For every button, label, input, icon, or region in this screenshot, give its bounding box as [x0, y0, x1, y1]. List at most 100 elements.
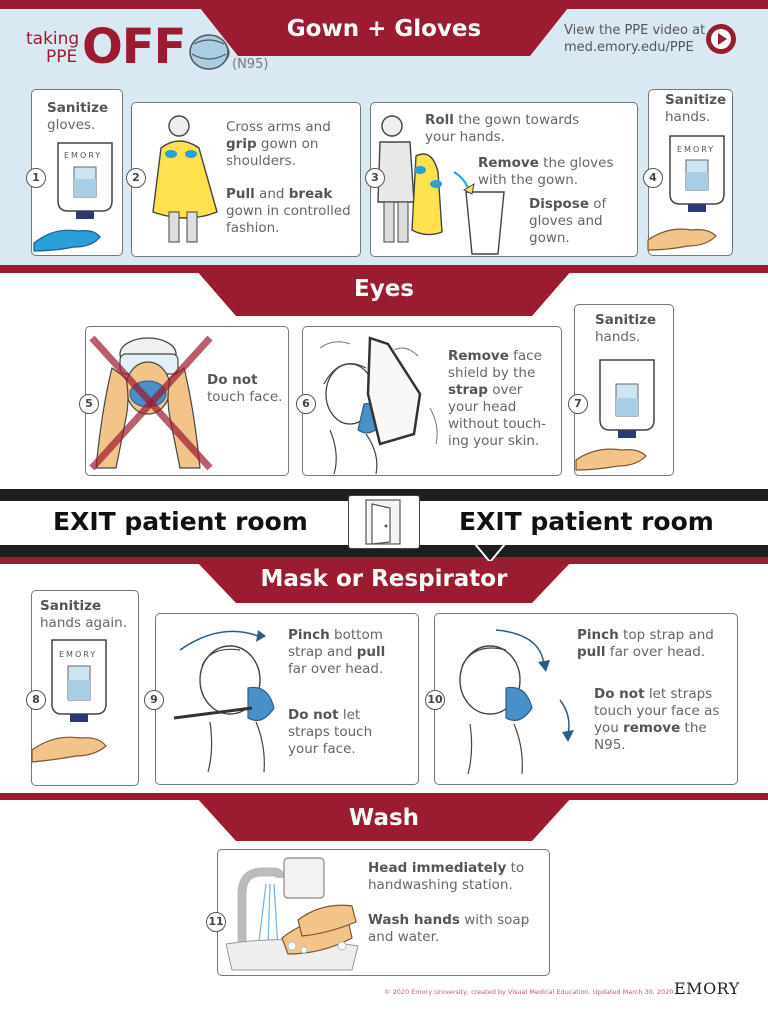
dispenser-label-8: EMORY: [59, 650, 98, 659]
step-11-number: 11: [206, 912, 226, 932]
step-9-b1-bold: Do not: [288, 707, 339, 723]
title-off: OFF: [82, 19, 186, 75]
step-9-card: [155, 613, 419, 785]
step-4-bold: Sanitize: [665, 92, 727, 108]
step-6-l3-bold: strap: [448, 382, 488, 398]
step-5-number: 5: [79, 394, 99, 414]
step-4-text: Sanitize hands.: [665, 92, 726, 126]
step-10-a2-bold: pull: [577, 644, 606, 660]
play-icon[interactable]: [705, 23, 737, 55]
do-not-touch-face-icon: [89, 335, 213, 471]
step-10-b4: N95.: [594, 737, 626, 753]
step-6-number: 6: [296, 394, 316, 414]
step-10-b2: touch your face as: [594, 703, 720, 719]
step-1-text: Sanitize gloves.: [47, 100, 108, 134]
step-10-b1-bold: Do not: [594, 686, 645, 702]
step-3-text-c: Dispose of gloves and gown.: [529, 196, 606, 247]
section-divider-exit: [0, 557, 768, 564]
step-5-bold: Do not: [207, 372, 258, 388]
dispenser-label-1: EMORY: [64, 151, 103, 160]
step-2-a2-bold: grip: [226, 136, 257, 152]
gown-figure-icon: [152, 115, 218, 243]
roll-gown-figure-icon: [377, 115, 505, 255]
step-4-rest: hands.: [665, 109, 711, 125]
step-5-rest: touch face.: [207, 389, 283, 405]
step-6-l4: your head: [448, 399, 517, 415]
step-9-a1: bottom: [329, 627, 383, 643]
section-title-gown: Gown + Gloves: [286, 16, 482, 42]
header-banner-wash: [196, 797, 572, 841]
step-2-a1: Cross arms and: [226, 119, 331, 135]
step-8-text: Sanitize hands again.: [40, 598, 127, 632]
sanitizer-dispenser-icon: [599, 359, 655, 438]
step-7-rest: hands.: [595, 329, 641, 345]
gloved-hand-icon: [33, 229, 101, 252]
step-9-b3: your face.: [288, 741, 356, 757]
footer-logo: EMORY: [674, 979, 740, 998]
bare-hand-icon: [31, 736, 107, 763]
step-3-c3: gown.: [529, 230, 570, 246]
bare-hand-icon: [647, 228, 717, 251]
footer-copyright: © 2020 Emory University, created by Visu…: [384, 988, 674, 996]
video-link-text[interactable]: View the PPE video at med.emory.edu/PPE: [564, 22, 705, 56]
step-6-l3: over: [487, 382, 523, 398]
step-10-b3-end: the: [680, 720, 707, 736]
down-arrow-icon: [472, 543, 508, 564]
step-3-text-a: Roll the gown towards your hands.: [425, 112, 579, 146]
step-4-number: 4: [643, 168, 663, 188]
section-title-eyes: Eyes: [354, 276, 414, 302]
step-11-text-a: Head immediately to handwashing station.: [368, 860, 524, 894]
step-9-number: 9: [144, 690, 164, 710]
step-3-a1-bold: Roll: [425, 112, 454, 128]
step-3-a1: the gown towards: [453, 112, 580, 128]
exit-text-left: EXIT patient room: [53, 507, 308, 536]
step-3-c2: gloves and: [529, 213, 603, 229]
step-6-l2: shield by the: [448, 365, 536, 381]
step-10-b3-bold: remove: [623, 720, 681, 736]
step-8-bold: Sanitize: [40, 598, 102, 614]
step-11-b1: with soap: [459, 912, 530, 928]
step-3-text-b: Remove the gloves with the gown.: [478, 155, 614, 189]
step-2-b1-bold: Pull: [226, 186, 255, 202]
step-10-a2: far over head.: [605, 644, 706, 660]
step-11-a2: handwashing station.: [368, 877, 513, 893]
section-title-mask: Mask or Respirator: [260, 566, 508, 592]
step-6-l6: ing your skin.: [448, 433, 540, 449]
pinch-bottom-strap-icon: [173, 630, 275, 773]
section-divider-top: [0, 265, 768, 273]
step-2-number: 2: [126, 168, 146, 188]
step-10-number: 10: [425, 690, 445, 710]
step-6-l5: without touch-: [448, 416, 547, 432]
sanitizer-dispenser-icon: [51, 639, 107, 722]
header-banner-gown: [200, 8, 568, 56]
step-11-a1-bold: Head immediately: [368, 860, 507, 876]
step-8-number: 8: [26, 690, 46, 710]
step-1-rest: gloves.: [47, 117, 96, 133]
step-9-b2: straps touch: [288, 724, 373, 740]
step-2-b3: fashion.: [226, 220, 280, 236]
step-2-text-a: Cross arms and grip gown on shoulders.: [226, 119, 331, 170]
video-line-2: med.emory.edu/PPE: [564, 40, 694, 55]
step-3-c1-bold: Dispose: [529, 196, 589, 212]
step-2-a2: gown on: [256, 136, 319, 152]
video-line-1: View the PPE video at: [564, 23, 706, 38]
step-10-a1-bold: Pinch: [577, 627, 619, 643]
sanitizer-dispenser-icon: [57, 142, 113, 219]
step-2-b1-bold2: break: [288, 186, 333, 202]
step-11-a1: to: [506, 860, 525, 876]
exit-text-right: EXIT patient room: [459, 507, 714, 536]
step-11-text-b: Wash hands with soap and water.: [368, 912, 529, 946]
pinch-top-strap-icon: [459, 629, 574, 775]
header-banner-mask: [196, 561, 572, 603]
title-ppe: PPE: [46, 47, 78, 67]
step-6-text: Remove face shield by the strap over you…: [448, 348, 546, 450]
step-2-a3: shoulders.: [226, 153, 296, 169]
step-9-a2-bold: pull: [356, 644, 386, 660]
dispenser-label-4: EMORY: [677, 145, 716, 154]
step-6-l1: face: [508, 348, 542, 364]
step-10-b3: you: [594, 720, 624, 736]
step-7-bold: Sanitize: [595, 312, 657, 328]
step-9-a3: far over head.: [288, 661, 384, 677]
n95-mask-icon: [189, 34, 230, 70]
title-taking: taking: [26, 29, 80, 49]
